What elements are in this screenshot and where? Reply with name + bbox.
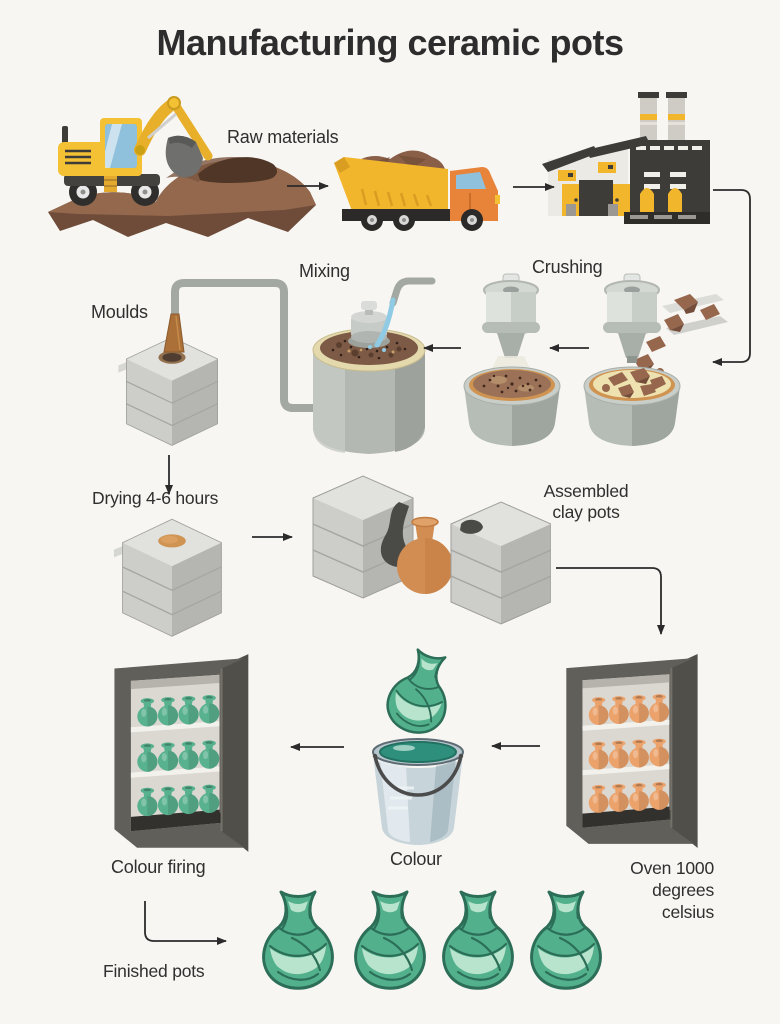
label-finished-pots: Finished pots [103,961,205,981]
paint-bucket-icon [372,738,464,845]
mould-block-icon [112,327,232,447]
bucket-handle [373,755,463,797]
clay-pot [397,516,453,594]
label-drying: Drying 4-6 hours [92,488,219,508]
label-raw-materials: Raw materials [227,127,339,147]
label-moulds: Moulds [91,302,148,322]
arrow-firing-to-finished [144,901,227,945]
colour-firing-kiln-icon [114,654,249,852]
mixer-motor [348,301,390,348]
mould-half-left [312,475,414,599]
glazed-pot-icon [380,648,461,741]
bowl-rocks [583,366,681,446]
label-assembled-clay-pots: Assembled clay pots [543,481,629,522]
crusher-machines-icon [463,273,728,446]
crusher-right [603,273,661,363]
mixing-tank-icon [312,301,426,454]
label-oven: Oven 1000 degrees celsius [630,858,714,922]
dump-truck-icon [334,150,500,231]
label-colour: Colour [390,849,442,869]
finished-pots-icon [262,890,602,990]
drying-mould-icon [107,508,237,638]
mould-half-right [450,501,551,625]
factory-icon [542,92,710,224]
label-colour-firing: Colour firing [111,857,206,877]
label-mixing: Mixing [299,261,350,281]
oven-icon [566,654,698,848]
excavator-icon [48,96,316,237]
bowl-powder [463,366,561,446]
label-crushing: Crushing [532,257,603,277]
assembled-mould-icon [312,475,551,625]
arrow-assembled-to-oven [556,567,665,635]
page-title: Manufacturing ceramic pots [156,22,624,63]
